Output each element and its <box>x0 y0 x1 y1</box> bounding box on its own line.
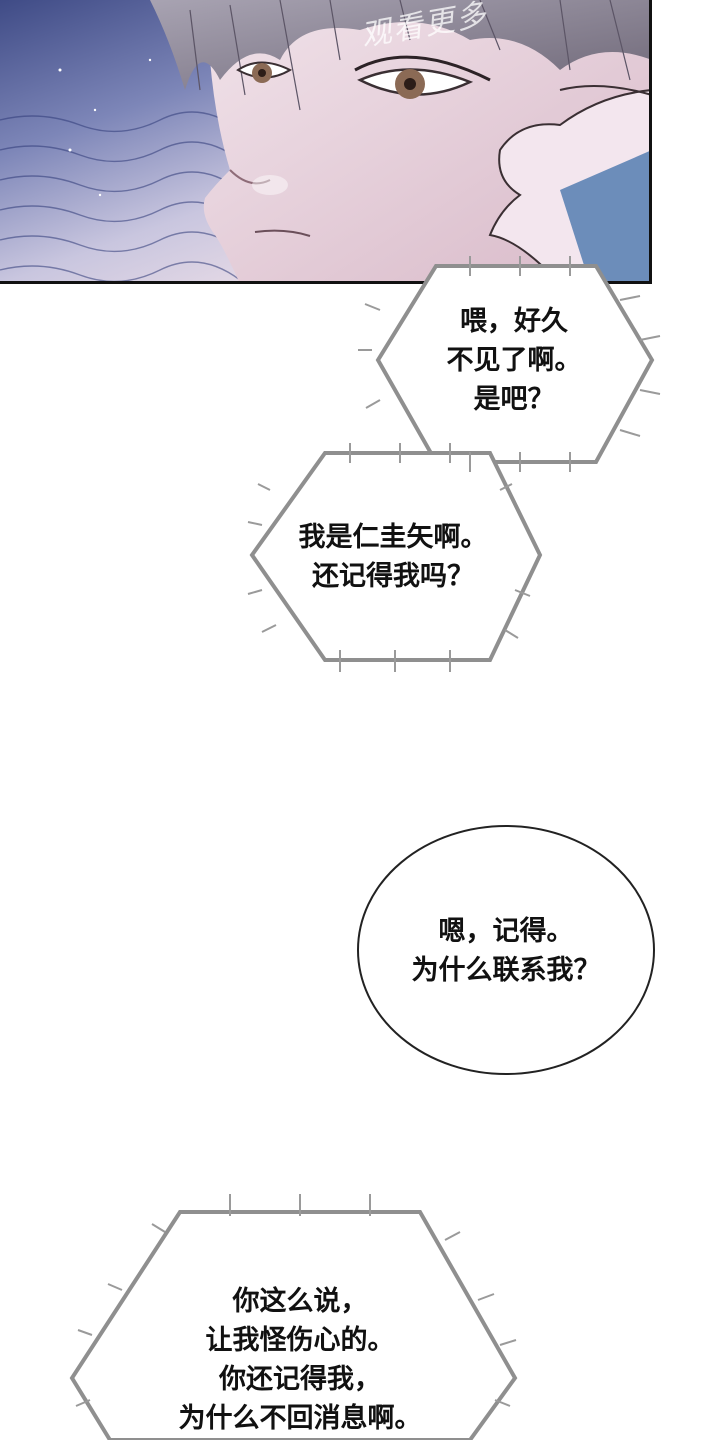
bubble-4-outline <box>69 1210 518 1440</box>
speech-bubble-3-text: 嗯，记得。 为什么联系我？ <box>411 916 601 986</box>
speech-bubble-4-text: 你这么说， 让我怪伤心的。 你还记得我， 为什么不回消息啊。 <box>178 1286 422 1434</box>
speech-bubble-1-text: 喂，好久 不见了啊。 是吧？ <box>446 306 582 415</box>
bubble-1-outline <box>375 264 655 464</box>
speech-bubble-2-text: 我是仁圭矢啊。 还记得我吗？ <box>298 522 488 592</box>
bubble-2-outline <box>249 451 543 662</box>
comic-panel: 观看更多 <box>0 0 652 284</box>
bubble-3-outline <box>357 825 655 1075</box>
panel-illustration <box>0 0 649 281</box>
